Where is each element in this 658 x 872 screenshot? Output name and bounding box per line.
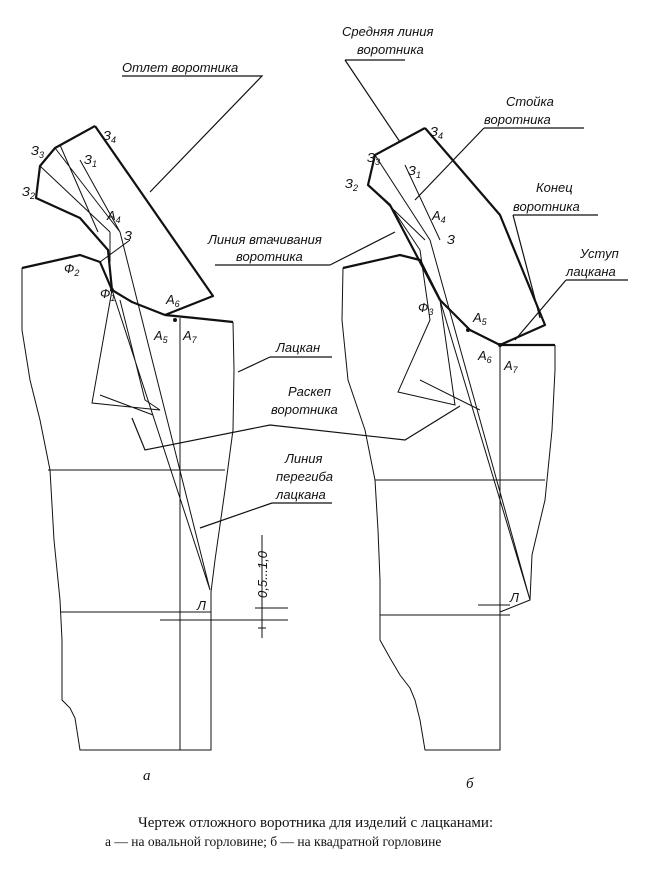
label-vtach-1: Линия втачивания: [207, 232, 322, 247]
pt-z3-b: З3: [367, 150, 380, 167]
pt-z2-b: З2: [345, 176, 358, 193]
drawing-b: З3 З4 З1 З2 А4 З Ф3 А5 А6 А7 Л: [341, 124, 556, 751]
pt-z2-a: З2: [22, 184, 35, 201]
label-pereg-2: перегиба: [276, 469, 333, 484]
pointer-raskep: [131, 405, 461, 451]
pt-a4-a: А4: [106, 208, 121, 225]
pointer-ustup: [514, 279, 628, 341]
point-mark-a6-b: [498, 343, 502, 347]
pt-a7-a: А7: [182, 328, 198, 345]
caption-line-1: Чертеж отложного воротника для изделий с…: [138, 815, 493, 831]
pt-z4-a: З4: [103, 128, 116, 145]
annotations: Отлет воротника Средняя линия воротника …: [122, 24, 628, 529]
pt-f2-a: Ф2: [64, 261, 79, 278]
pt-a6-b: А6: [477, 348, 492, 365]
label-otlet: Отлет воротника: [122, 60, 238, 75]
label-vtach-2: воротника: [236, 249, 303, 264]
label-konets-1: Конец: [536, 180, 573, 195]
pointer-otlet: [122, 75, 264, 193]
label-sredn-1: Средняя линия: [342, 24, 433, 39]
label-stoyka-2: воротника: [484, 112, 551, 127]
pointer-stoyka: [414, 127, 584, 201]
subfigure-a: а: [143, 768, 151, 784]
pt-f3-b: Ф3: [418, 300, 433, 317]
label-raskep-2: воротника: [271, 402, 338, 417]
label-ustup-1: Уступ: [579, 246, 619, 261]
dim-label: 0,5...1,0: [255, 550, 270, 598]
point-mark-a7: [173, 318, 177, 322]
garment-outline-a: [21, 268, 235, 751]
shoulder-line-a: [21, 253, 234, 324]
pt-a5-b: А5: [472, 310, 488, 327]
label-pereg-3: лацкана: [275, 487, 326, 502]
point-mark-a5-b: [466, 328, 470, 332]
label-sredn-2: воротника: [357, 42, 424, 57]
label-raskep-1: Раскеп: [288, 384, 331, 399]
construction-lines-b: [367, 154, 545, 616]
construction-lines-a: [39, 144, 285, 750]
pt-z-a: З: [124, 228, 132, 243]
pointer-konets: [512, 214, 598, 319]
drawing-a: 0,5...1,0 З3 З4 З1 З2 А4 З Ф2 Ф1 А6 А5 А…: [21, 125, 288, 751]
pt-a7-b: А7: [503, 358, 519, 375]
pt-f1-a: Ф1: [100, 286, 115, 303]
pt-z1-a: З1: [84, 152, 97, 169]
point-mark-f1: [110, 288, 114, 292]
pointer-vtach: [215, 231, 396, 266]
garment-outline-b: [341, 267, 556, 751]
pointer-pereg: [199, 502, 332, 529]
label-stoyka-1: Стойка: [506, 94, 554, 109]
label-ustup-2: лацкана: [565, 264, 616, 279]
pt-a4-b: А4: [431, 208, 446, 225]
pt-z4-b: З4: [430, 124, 443, 141]
pt-l-a: Л: [196, 598, 206, 613]
pt-a6-a: А6: [165, 292, 180, 309]
label-pereg-1: Линия: [284, 451, 323, 466]
pt-a5-a: А5: [153, 328, 169, 345]
pointer-sredn: [344, 59, 405, 143]
pt-z-b: З: [447, 232, 455, 247]
caption-line-2: а — на овальной горловине; б — на квадра…: [105, 834, 441, 849]
pt-l-b: Л: [509, 590, 519, 605]
pt-z1-b: З1: [408, 163, 421, 180]
pointer-latskan: [237, 356, 332, 373]
label-konets-2: воротника: [513, 199, 580, 214]
dimension-0-5-a: [255, 535, 288, 638]
subfigure-b: б: [466, 776, 474, 792]
label-latskan: Лацкан: [275, 340, 320, 355]
pt-z3-a: З3: [31, 143, 44, 160]
